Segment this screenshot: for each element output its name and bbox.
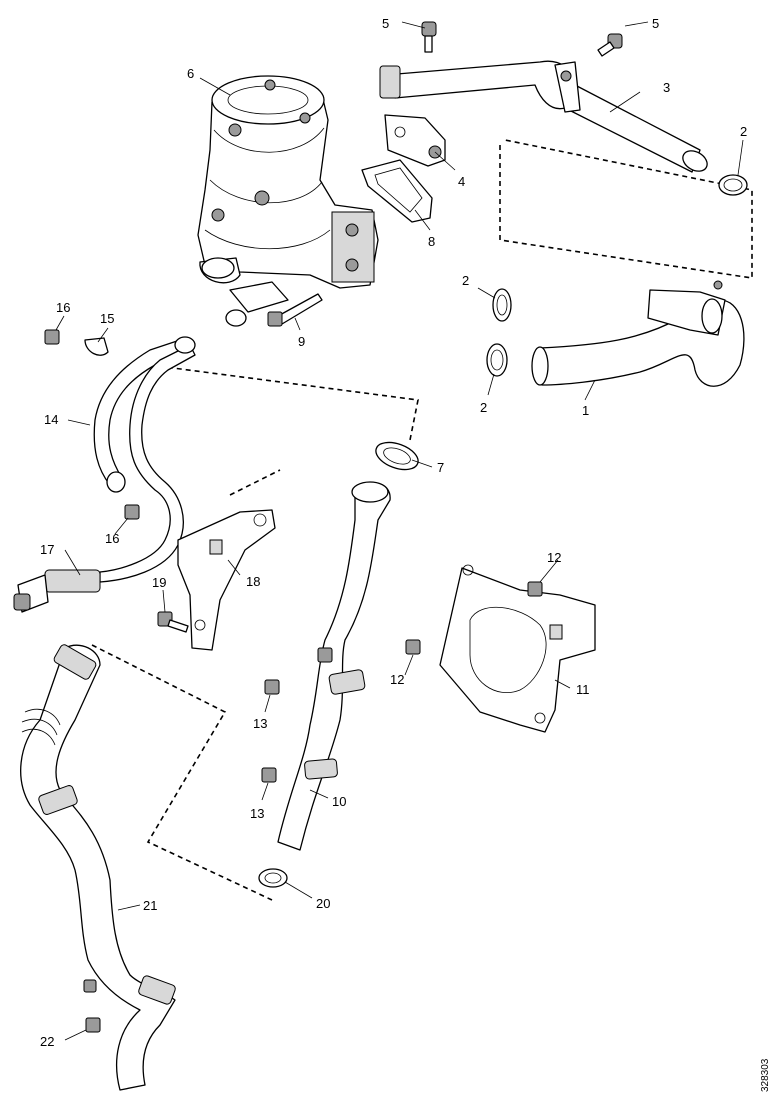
- callout-3: 3: [663, 80, 670, 95]
- part-6-housing: [197, 75, 379, 327]
- part-11-bracket: [405, 564, 596, 733]
- callout-18: 18: [246, 574, 260, 589]
- callout-9: 9: [298, 334, 305, 349]
- part-10-hose: [261, 481, 391, 851]
- part-21-lower-hose: [20, 644, 176, 1091]
- callout-10: 10: [332, 794, 346, 809]
- part-8-gasket: [361, 159, 433, 223]
- callout-6: 6: [187, 66, 194, 81]
- callout-2: 2: [740, 124, 747, 139]
- callout-13: 13: [250, 806, 264, 821]
- part-20-gasket: [258, 868, 288, 888]
- callout-7: 7: [437, 460, 444, 475]
- part-3-pipe: [379, 60, 708, 173]
- callout-14: 14: [44, 412, 58, 427]
- part-4-flange: [384, 114, 446, 167]
- callout-2: 2: [462, 273, 469, 288]
- callout-22: 22: [40, 1034, 54, 1049]
- part-7-clamp: [375, 441, 419, 471]
- callout-13: 13: [253, 716, 267, 731]
- callout-11: 11: [576, 682, 590, 697]
- callout-2: 2: [480, 400, 487, 415]
- assembly-dashed-lines: [91, 139, 753, 901]
- callout-labels: 5 5 6 3 2 4 8 2 9 16 15 2 1 14 7 16 17 1…: [40, 16, 747, 1049]
- drawing-reference-number: 328303: [760, 1058, 771, 1092]
- callout-19: 19: [152, 575, 166, 590]
- callout-21: 21: [143, 898, 157, 913]
- callout-20: 20: [316, 896, 330, 911]
- callout-12: 12: [390, 672, 404, 687]
- part-1-elbow-hose: [531, 280, 745, 387]
- callout-4: 4: [458, 174, 465, 189]
- callout-5: 5: [382, 16, 389, 31]
- callout-1: 1: [582, 403, 589, 418]
- callout-16: 16: [56, 300, 70, 315]
- callout-8: 8: [428, 234, 435, 249]
- part-2-clamps: [486, 174, 748, 377]
- leader-lines: [55, 21, 744, 1041]
- part-9-bolt: [267, 293, 323, 327]
- callout-16: 16: [105, 531, 119, 546]
- part-5-screws: [421, 21, 623, 57]
- callout-15: 15: [100, 311, 114, 326]
- callout-17: 17: [40, 542, 54, 557]
- callout-12: 12: [547, 550, 561, 565]
- callout-5: 5: [652, 16, 659, 31]
- part-14-pipe-assembly: [13, 329, 196, 613]
- part-18-bracket: [157, 509, 276, 651]
